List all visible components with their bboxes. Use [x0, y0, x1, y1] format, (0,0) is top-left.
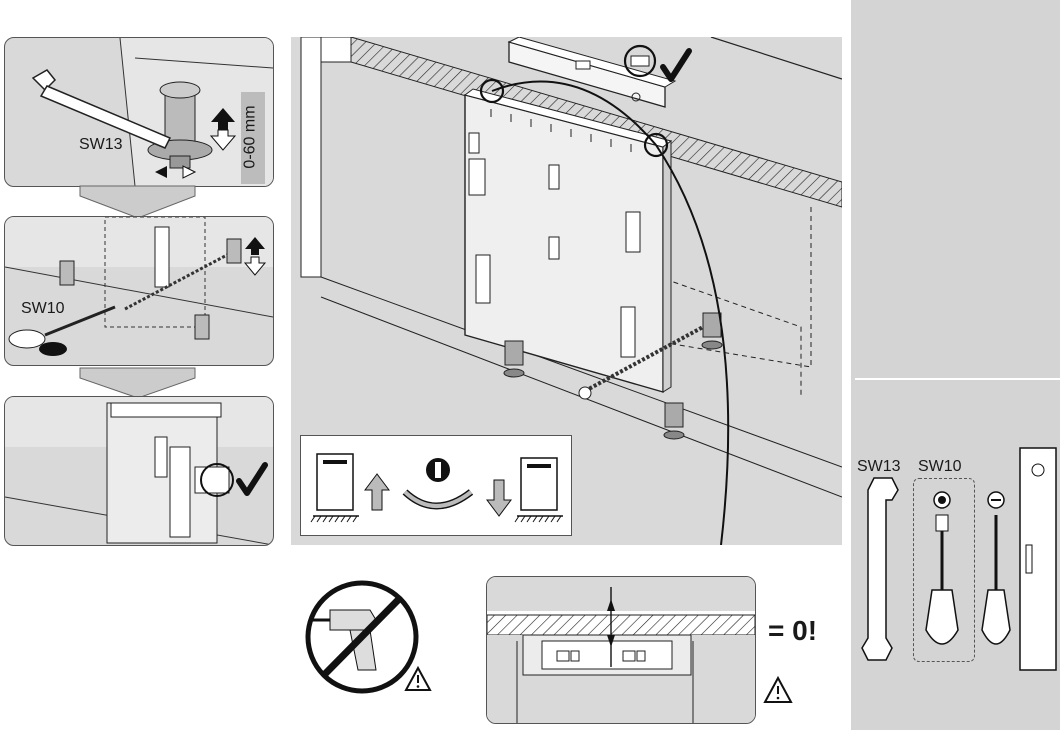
step-3-panel	[4, 396, 274, 546]
down-arrow-icon	[209, 129, 237, 151]
dishwasher-low-icon	[310, 453, 359, 523]
up-arrow-icon	[211, 108, 235, 130]
adjustment-legend-box	[300, 435, 572, 536]
step-1-illustration	[119, 38, 273, 186]
checkmark-icon	[660, 48, 692, 82]
down-arrow-icon	[243, 256, 267, 276]
gap-detail-panel	[486, 576, 756, 724]
step-2-screwdriver-label: SW10	[21, 300, 65, 317]
step-1-range-label: 0-60 mm	[241, 105, 259, 169]
sidebar-divider	[855, 378, 1060, 380]
up-arrow-icon	[364, 473, 390, 511]
zero-gap-label: = 0!	[768, 615, 818, 646]
wrench-icon	[31, 69, 172, 149]
dishwasher-installation-scene	[300, 37, 842, 545]
down-arrow-icon	[486, 479, 512, 517]
sw10-tool-group	[913, 478, 975, 662]
gap-detail-illustration	[487, 577, 755, 723]
up-arrow-icon	[245, 237, 265, 255]
dimension-box	[241, 92, 265, 184]
step-3-illustration	[5, 397, 273, 545]
step-2-illustration	[5, 217, 273, 340]
rotate-arrow-icon	[402, 458, 474, 510]
step-2-panel: SW10	[4, 216, 274, 366]
checkmark-icon	[236, 462, 268, 496]
step-1-panel: SW13 0-60 mm	[4, 37, 274, 187]
dishwasher-high-icon	[514, 457, 563, 523]
step-1-wrench-label: SW13	[79, 136, 123, 153]
rotate-arrow-icon	[155, 165, 197, 179]
screwdriver-icon	[8, 305, 116, 356]
tool-wrench-label: SW13	[857, 458, 901, 475]
tool-socket-label: SW10	[918, 458, 962, 475]
main-illustration-panel	[291, 37, 842, 545]
